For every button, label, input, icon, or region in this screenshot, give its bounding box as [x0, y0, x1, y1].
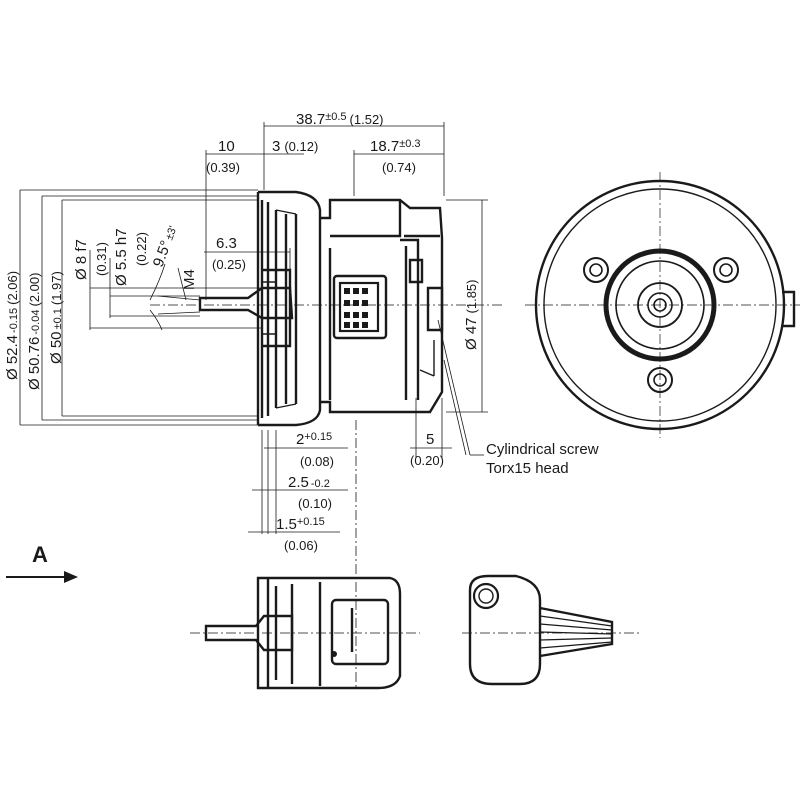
dim-connector-length: 18.7±0.3 [370, 138, 421, 155]
dim-shaft-length: 10 [218, 138, 235, 155]
dim-shaft-length-inch: (0.39) [206, 160, 240, 175]
bottom-view [190, 576, 420, 690]
dim-screw-offset-inch: (0.20) [410, 453, 444, 468]
dim-overall-length: 38.7±0.5(1.52) [296, 111, 384, 128]
dim-dia-5-5: Ø 5.5 h7 [113, 228, 130, 286]
dim-connector-length-inch: (0.74) [382, 160, 416, 175]
dim-flange-offset: 3(0.12) [272, 138, 318, 155]
side-view [150, 190, 505, 427]
dim-dia-8: Ø 8 f7 [73, 239, 90, 280]
dim-step-2-5-inch: (0.10) [298, 496, 332, 511]
dim-step-1-5: 1.5+0.15 [276, 516, 325, 533]
dim-step-2-inch: (0.08) [300, 454, 334, 469]
dim-shaft-flat: 6.3 [216, 235, 237, 252]
front-view [525, 172, 800, 438]
dim-shaft-flat-inch: (0.25) [212, 257, 246, 272]
dim-dia-5-5-inch: (0.22) [134, 232, 149, 266]
dim-angle: 9.5°±3' [150, 223, 181, 269]
dim-screw-offset: 5 [426, 431, 434, 448]
dim-dia-47: Ø 47(1.85) [463, 280, 480, 351]
dim-dia-52: Ø 52.4-0.15(2.06) [4, 271, 21, 380]
cable-view [462, 574, 640, 686]
dim-step-1-5-inch: (0.06) [284, 538, 318, 553]
callout-line-2: Torx15 head [486, 460, 569, 477]
dim-dia-50: Ø 50±0.1(1.97) [48, 271, 65, 364]
view-label: A [32, 542, 48, 567]
dim-step-2: 2+0.15 [296, 431, 332, 448]
arrow-right-icon [6, 571, 78, 583]
callout-line-1: Cylindrical screw [486, 441, 599, 458]
dim-dia-8-inch: (0.31) [94, 242, 109, 276]
dim-step-2-5: 2.5-0.2 [288, 474, 330, 491]
dimension-lines [19, 122, 488, 690]
thread-label: M4 [181, 269, 198, 290]
dim-dia-50-76: Ø 50.76-0.04(2.00) [26, 273, 43, 390]
